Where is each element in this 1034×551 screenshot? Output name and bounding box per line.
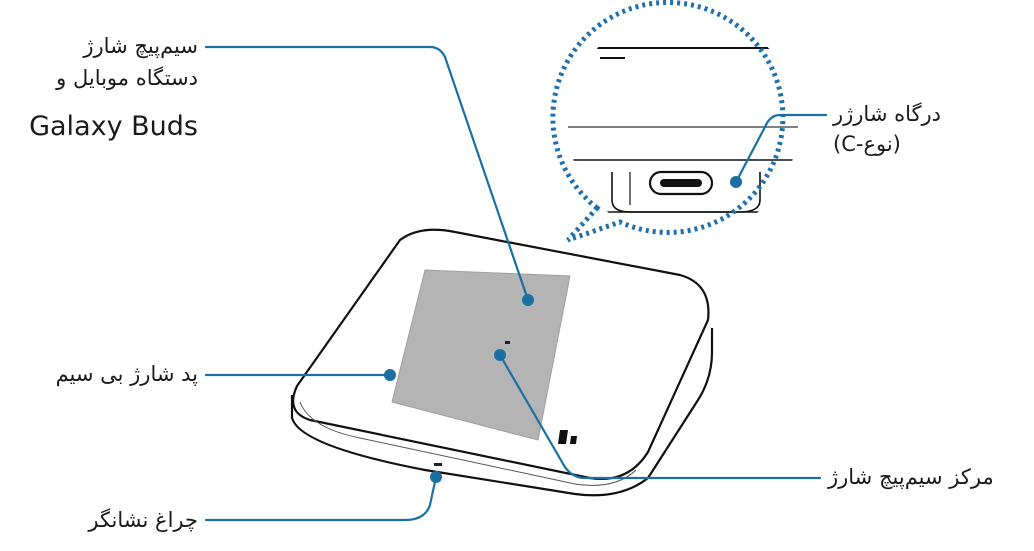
leader-indicator xyxy=(204,475,438,522)
label-coil-line1: سیم‌پیچ شارژ xyxy=(83,34,198,58)
label-port-line2: (نوع-C) xyxy=(833,132,901,156)
indicator-light xyxy=(434,463,442,466)
pad-logo-2 xyxy=(570,436,577,444)
zoom-bubble-border xyxy=(550,0,786,243)
pad-inner-edge xyxy=(299,401,637,486)
leader-port xyxy=(734,113,828,184)
label-coil-center: مرکز سیم‌پیچ شارژ xyxy=(828,465,994,489)
dot-coil-center xyxy=(494,349,506,361)
label-indicator: چراغ نشانگر xyxy=(88,508,198,532)
dot-coil xyxy=(522,294,534,306)
dot-port xyxy=(730,176,742,188)
leader-coil xyxy=(204,45,530,302)
pad-logo xyxy=(558,430,568,444)
leader-coil-center xyxy=(498,353,822,480)
label-pad: پد شارژ بی سیم xyxy=(55,362,198,386)
dot-pad xyxy=(384,369,396,381)
label-coil-line3: Galaxy Buds xyxy=(29,111,198,142)
label-port-line1: درگاه شارژر xyxy=(833,102,941,126)
label-coil-line2: دستگاه موبایل و xyxy=(56,66,198,90)
coil-center-mark xyxy=(505,341,510,344)
zoom-bubble-content xyxy=(568,47,798,213)
dot-indicator xyxy=(430,471,442,483)
